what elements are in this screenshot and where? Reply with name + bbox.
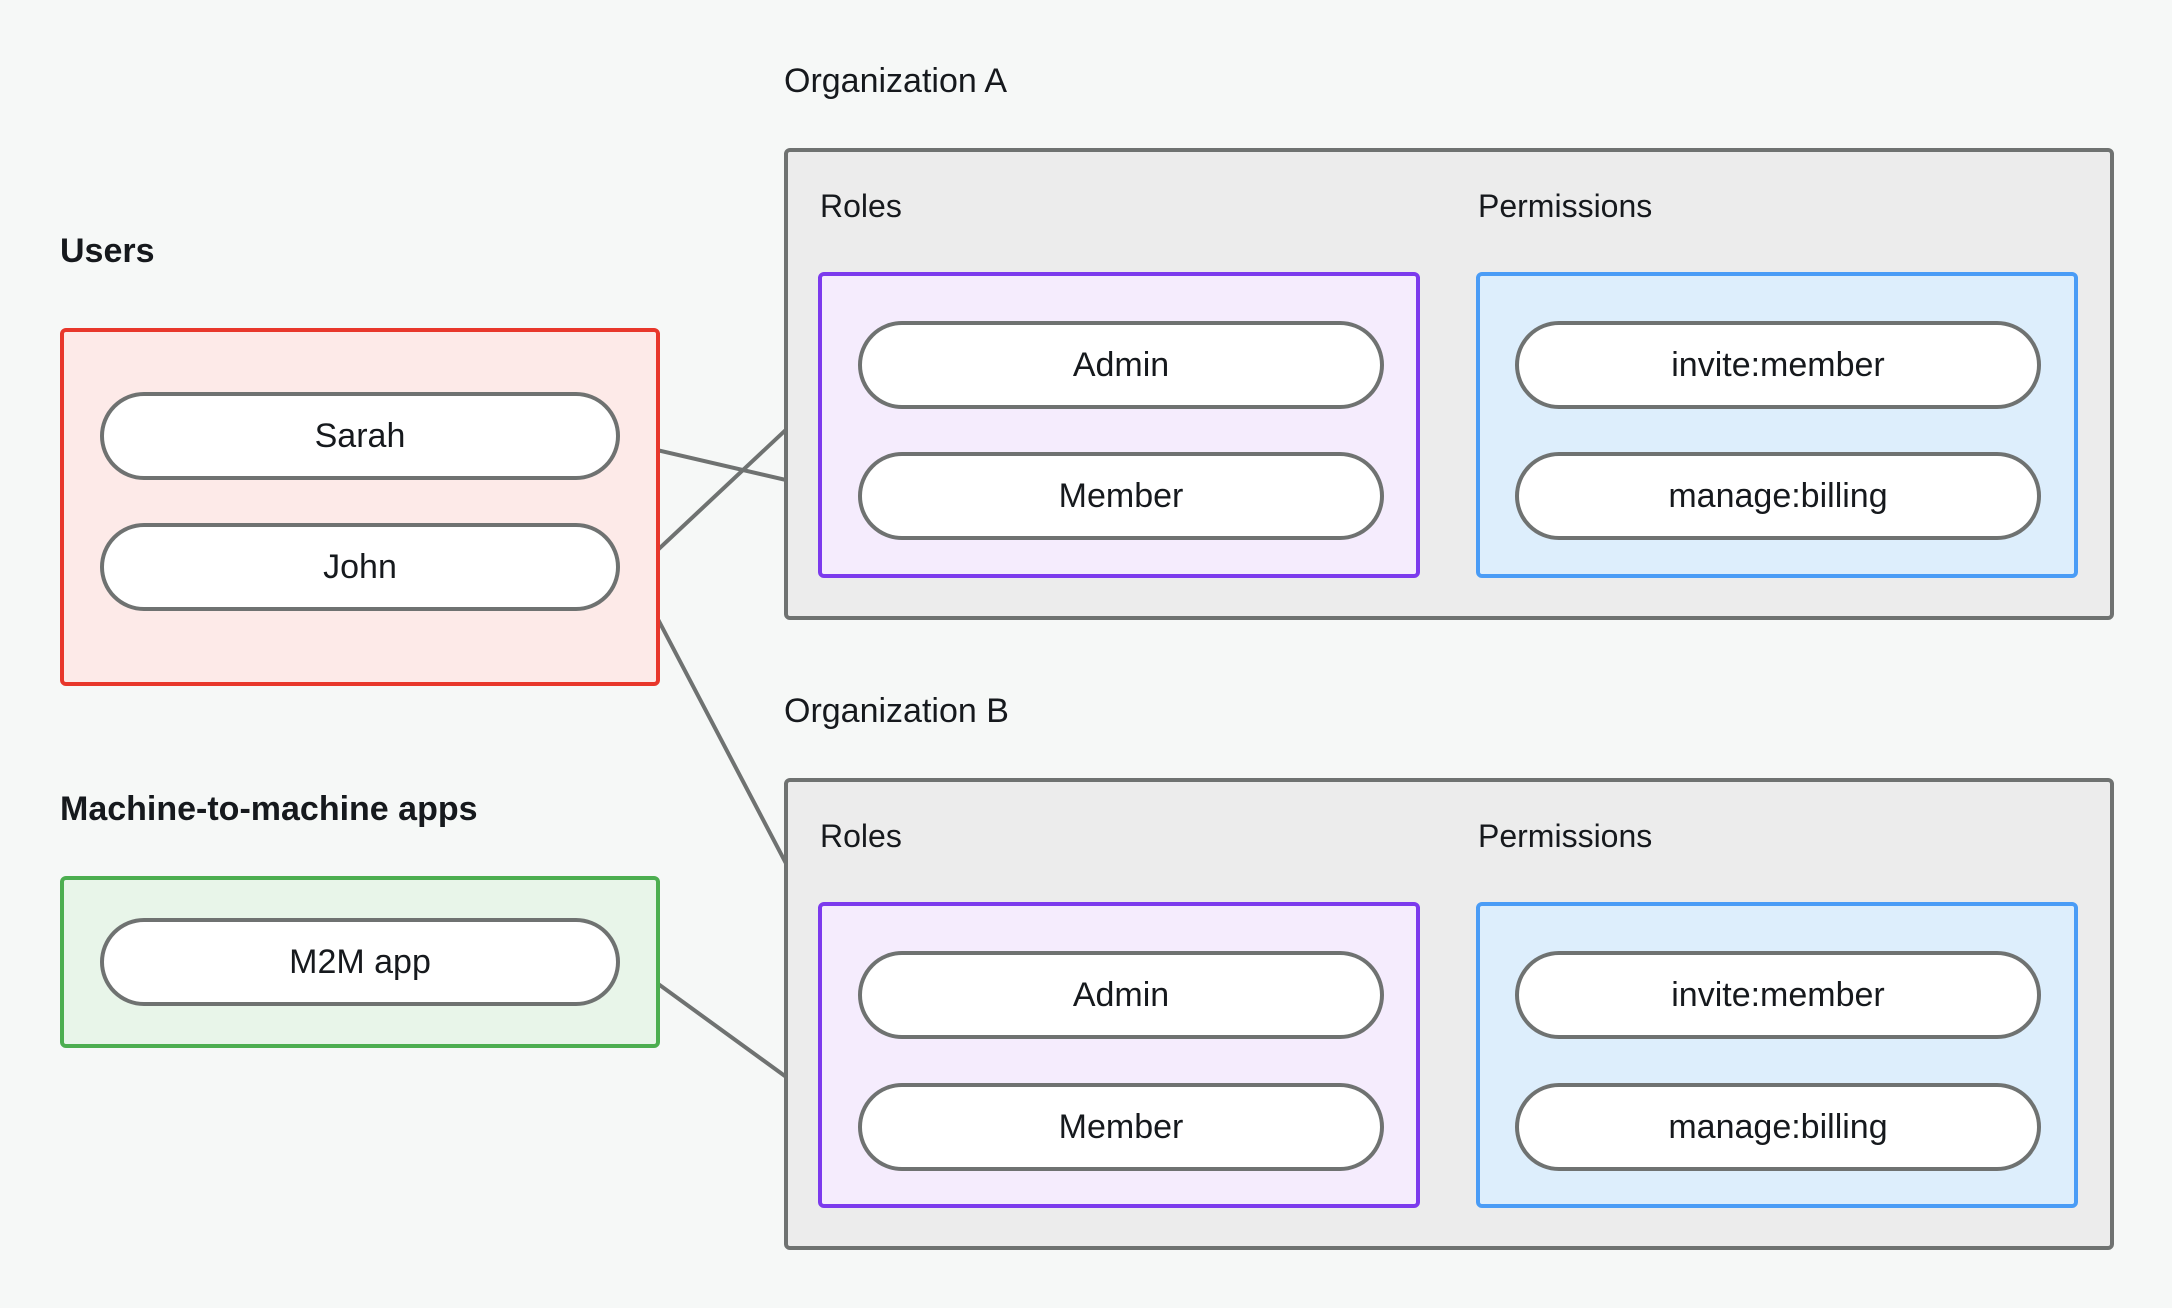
orgB-permissions-label: Permissions <box>1478 818 1653 854</box>
node-sarah[interactable]: Sarah <box>100 392 620 480</box>
orgB-node-member[interactable]: Member <box>858 1083 1384 1171</box>
organization-a-label: Organization A <box>784 62 1008 100</box>
orgA-node-admin[interactable]: Admin <box>858 321 1384 409</box>
orgA-roles-label: Roles <box>820 188 902 224</box>
organization-b-label: Organization B <box>784 692 1009 730</box>
orgB-roles-label: Roles <box>820 818 902 854</box>
orgA-permissions-label: Permissions <box>1478 188 1653 224</box>
orgB-node-admin[interactable]: Admin <box>858 951 1384 1039</box>
m2m-group-label: Machine-to-machine apps <box>60 790 478 828</box>
orgB-node-invite-member[interactable]: invite:member <box>1515 951 2041 1039</box>
users-group-label: Users <box>60 232 155 270</box>
orgA-node-member[interactable]: Member <box>858 452 1384 540</box>
orgA-node-manage-billing[interactable]: manage:billing <box>1515 452 2041 540</box>
orgA-node-invite-member[interactable]: invite:member <box>1515 321 2041 409</box>
node-john[interactable]: John <box>100 523 620 611</box>
users-group-box <box>60 328 660 686</box>
node-m2m-app[interactable]: M2M app <box>100 918 620 1006</box>
orgB-node-manage-billing[interactable]: manage:billing <box>1515 1083 2041 1171</box>
